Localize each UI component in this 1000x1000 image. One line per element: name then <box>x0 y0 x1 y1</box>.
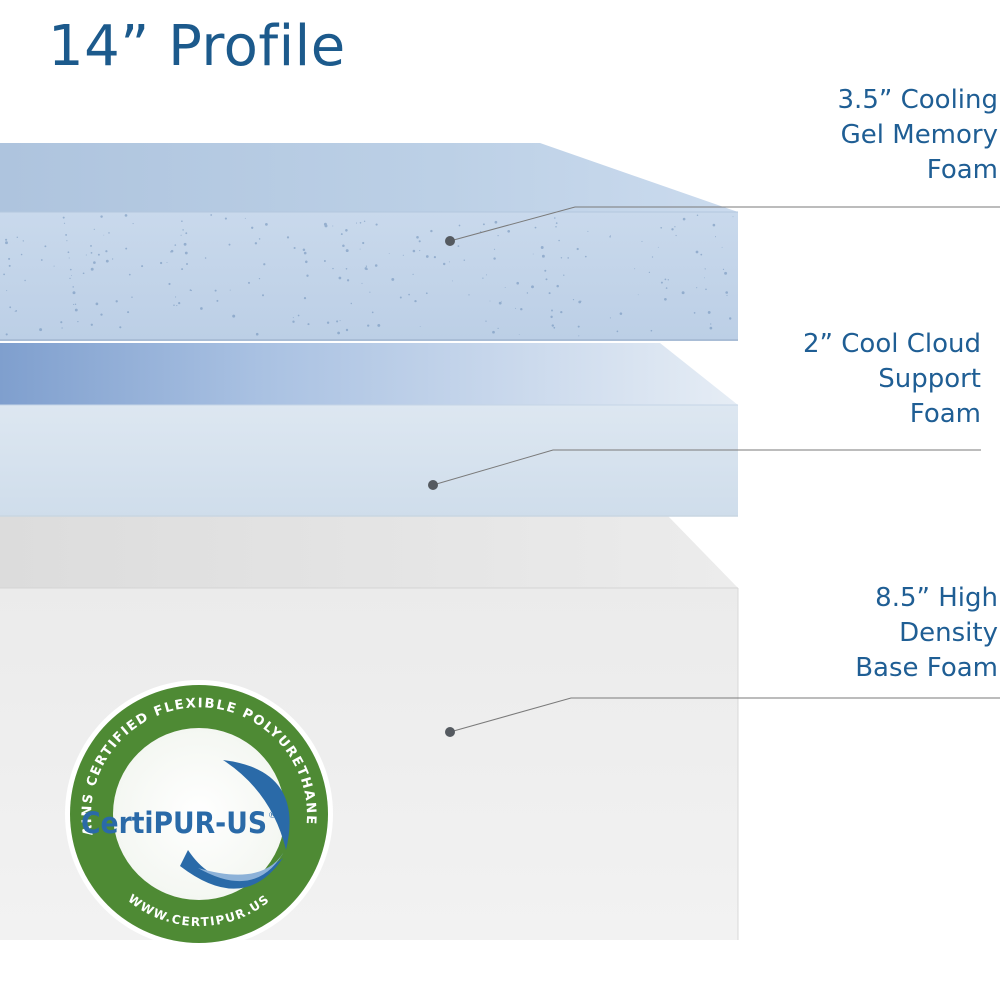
support-foam-layer <box>0 343 738 517</box>
label-line: 2” Cool Cloud <box>802 329 981 359</box>
marker-dot-mid <box>428 480 438 490</box>
badge-registered-mark: ® <box>268 811 277 821</box>
page-title: 14” Profile <box>48 14 346 79</box>
marker-dot-bot <box>445 727 455 737</box>
label-line: 3.5” Cooling <box>837 85 998 115</box>
leader-line-bot <box>449 697 1000 733</box>
leader-line-mid <box>432 449 981 486</box>
label-line: Density <box>899 618 998 648</box>
layer-label-support-foam: 2” Cool Cloud Support Foam <box>681 327 981 432</box>
cooling-gel-layer <box>0 143 738 341</box>
label-line: Base Foam <box>855 653 998 683</box>
leader-line-top <box>449 206 1000 242</box>
label-line: 8.5” High <box>875 583 998 613</box>
badge-logo-text: CertiPUR-US <box>81 806 267 840</box>
marker-dot-top <box>445 236 455 246</box>
label-line: Support <box>878 364 981 394</box>
label-line: Gel Memory <box>840 120 998 150</box>
layer-label-cooling-gel: 3.5” Cooling Gel Memory Foam <box>698 83 998 188</box>
layer-label-base-foam: 8.5” High Density Base Foam <box>698 581 998 686</box>
label-line: Foam <box>926 155 998 185</box>
label-line: Foam <box>909 399 981 429</box>
